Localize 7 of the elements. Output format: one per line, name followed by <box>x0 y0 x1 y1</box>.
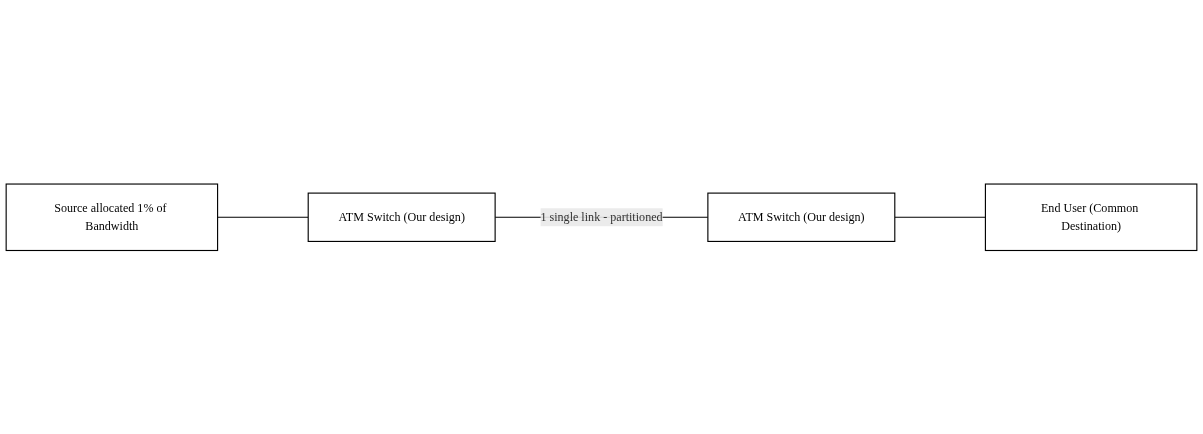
connector <box>217 216 309 218</box>
node-box: ATM Switch (Our design) <box>307 192 496 242</box>
edge-label: 1 single link - partitioned <box>540 210 663 224</box>
node-box: ATM Switch (Our design) <box>707 192 896 242</box>
connector <box>894 216 986 218</box>
node-box: Source allocated 1% of Bandwidth <box>5 183 219 251</box>
node-box: End User (Common Destination) <box>984 183 1198 251</box>
